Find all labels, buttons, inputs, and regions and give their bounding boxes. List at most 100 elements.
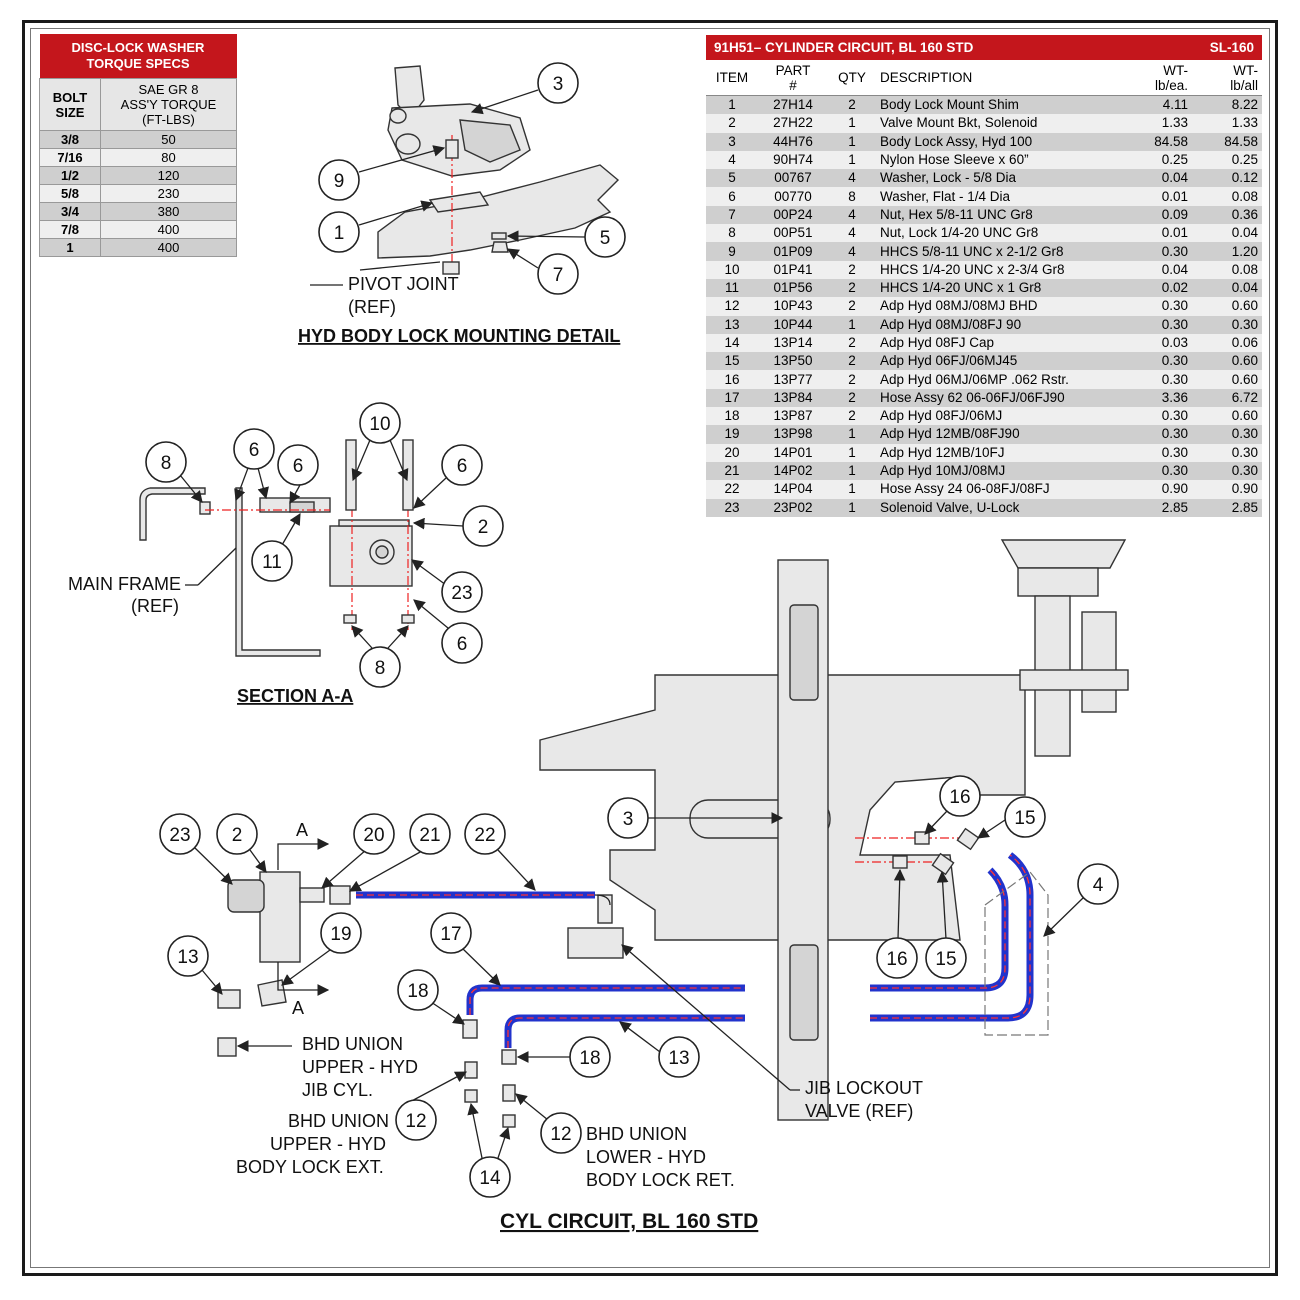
qty-cell: 2: [828, 95, 876, 115]
mount-shim: [428, 191, 490, 213]
section-mark-a-bottom: A: [277, 962, 330, 1018]
torque-value-cell: 400: [100, 238, 237, 257]
svg-text:6: 6: [293, 456, 304, 477]
callout-23: 23: [411, 559, 483, 613]
part-number-cell: 01P41: [758, 260, 828, 279]
svg-text:16: 16: [886, 949, 907, 970]
weight-each-cell: 0.30: [1129, 297, 1192, 316]
qty-cell: 2: [828, 370, 876, 389]
callout-7: 7: [507, 248, 579, 295]
weight-all-cell: 0.04: [1192, 224, 1262, 243]
weight-all-cell: 0.06: [1192, 333, 1262, 353]
callout-5: 5: [506, 216, 626, 258]
callout-c12-right: 12: [515, 1093, 582, 1154]
callout-c16-top: 16: [924, 775, 981, 835]
torque-value-cell: 380: [100, 202, 237, 221]
callout-6-right: 6: [413, 444, 483, 509]
cross-bar: [1019, 669, 1129, 691]
pivot-joint-ref-label: PIVOT JOINT (REF): [310, 261, 459, 317]
callout-c19: 19: [281, 912, 362, 986]
weight-each-cell: 0.01: [1129, 224, 1192, 243]
callout-10: 10: [351, 402, 409, 482]
svg-text:18: 18: [407, 981, 428, 1002]
fitting-18-right: [501, 1049, 517, 1065]
cyl-circuit-title: CYL CIRCUIT, BL 160 STD: [500, 1210, 758, 1233]
description-cell: Adp Hyd 08FJ Cap: [876, 333, 1129, 353]
part-number-cell: 90H74: [758, 150, 828, 170]
jib-lockout-valve: [567, 927, 624, 959]
weight-each-header: WT-lb/ea.: [1129, 60, 1192, 96]
part-number-header: PART#: [758, 60, 828, 96]
svg-text:2: 2: [232, 825, 243, 846]
weight-each-cell: 0.90: [1129, 480, 1192, 499]
item-cell: 21: [706, 461, 758, 481]
hose-22: [356, 891, 611, 906]
weight-all-header: WT-lb/all: [1192, 60, 1262, 96]
lock-washer: [491, 232, 507, 240]
description-cell: Body Lock Mount Shim: [876, 95, 1129, 115]
cap-14-right: [502, 1114, 516, 1128]
weight-all-cell: 0.60: [1192, 352, 1262, 371]
svg-text:20: 20: [363, 825, 384, 846]
description-cell: Solenoid Valve, U-Lock: [876, 498, 1129, 517]
qty-cell: 1: [828, 498, 876, 517]
part-number-cell: 44H76: [758, 132, 828, 151]
svg-text:LOWER - HYD: LOWER - HYD: [586, 1147, 706, 1167]
qty-cell: 1: [828, 443, 876, 462]
qty-cell: 1: [828, 315, 876, 334]
item-cell: 22: [706, 480, 758, 499]
part-number-cell: 13P77: [758, 370, 828, 389]
drawing-inner-border: [30, 28, 1270, 1268]
description-cell: HHCS 5/8-11 UNC x 2-1/2 Gr8: [876, 242, 1129, 261]
fitting-18-left: [462, 1019, 478, 1039]
bolt-size-cell: 1: [39, 238, 101, 257]
item-cell: 19: [706, 425, 758, 444]
bolt-11: [289, 501, 315, 513]
fitting-13: [217, 989, 241, 1009]
torque-value-cell: 230: [100, 184, 237, 203]
svg-text:UPPER - HYD: UPPER - HYD: [302, 1057, 418, 1077]
weight-all-cell: 0.08: [1192, 260, 1262, 279]
fitting-21: [329, 885, 351, 905]
qty-cell: 1: [828, 461, 876, 481]
mount-plate-2: [338, 519, 410, 527]
qty-cell: 1: [828, 114, 876, 133]
svg-text:VALVE (REF): VALVE (REF): [805, 1101, 913, 1121]
lock-housing: [459, 119, 521, 163]
section-aa-drawing: 8 6 6 10 6 2 11 23: [68, 402, 504, 706]
svg-text:15: 15: [935, 949, 956, 970]
svg-text:15: 15: [1014, 808, 1035, 829]
part-number-cell: 13P87: [758, 407, 828, 426]
qty-cell: 4: [828, 205, 876, 225]
item-cell: 20: [706, 443, 758, 462]
callout-c15-bottom: 15: [925, 870, 967, 979]
callout-c21: 21: [348, 813, 451, 892]
svg-text:19: 19: [330, 924, 351, 945]
svg-text:8: 8: [375, 658, 386, 679]
svg-text:MAIN FRAME: MAIN FRAME: [68, 574, 181, 594]
svg-text:12: 12: [550, 1124, 571, 1145]
description-cell: Adp Hyd 06FJ/06MJ45: [876, 352, 1129, 371]
svg-text:17: 17: [440, 924, 461, 945]
pin-end: [395, 133, 421, 155]
bhd-union-upper-jib-label: BHD UNION UPPER - HYD JIB CYL.: [236, 1034, 418, 1100]
bhd-union-upper-jib: [217, 1037, 237, 1057]
fitting-20: [299, 887, 325, 903]
weight-all-cell: 84.58: [1192, 132, 1262, 151]
svg-text:9: 9: [334, 171, 345, 192]
weight-each-cell: 0.30: [1129, 407, 1192, 426]
svg-text:21: 21: [419, 825, 440, 846]
bhd-union-12-left: [464, 1061, 478, 1079]
callout-9: 9: [318, 145, 446, 201]
part-number-cell: 01P56: [758, 278, 828, 298]
hex-nut: [491, 241, 509, 253]
